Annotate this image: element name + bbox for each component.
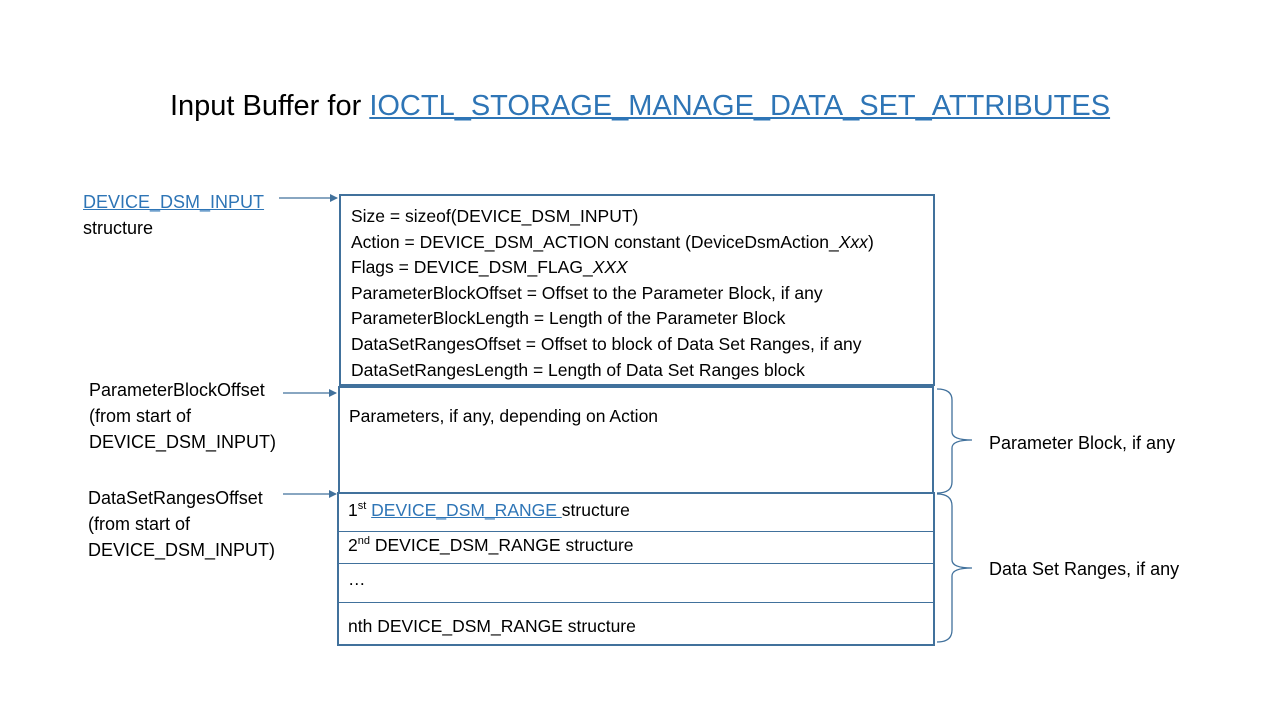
action-field: Action = DEVICE_DSM_ACTION constant (Dev…: [351, 230, 933, 256]
brace-ranges-block: [936, 493, 973, 643]
range-row-1-sup: st: [357, 500, 367, 513]
device-dsm-range-link[interactable]: DEVICE_DSM_RANGE: [371, 500, 562, 520]
action-suffix: ): [867, 231, 874, 252]
ranges-offset-label: DataSetRangesOffset (from start of DEVIC…: [88, 485, 275, 563]
ranges-length-field: DataSetRangesLength = Length of Data Set…: [351, 359, 805, 380]
parameter-block-box: Parameters, if any, depending on Action: [338, 386, 934, 494]
parameter-block-text: Parameters, if any, depending on Action: [349, 406, 659, 426]
ranges-offset-label-line3: DEVICE_DSM_INPUT): [88, 540, 276, 560]
action-italic: Xxx: [838, 231, 868, 252]
size-field: Size = sizeof(DEVICE_DSM_INPUT): [351, 206, 639, 226]
range-row-4: nth DEVICE_DSM_RANGE structure: [348, 616, 636, 636]
param-offset-label: ParameterBlockOffset (from start of DEVI…: [89, 377, 276, 455]
title-prefix: Input Buffer for: [169, 90, 370, 122]
dsm-input-label-line2: structure: [83, 218, 154, 238]
range-divider-2: [339, 563, 933, 564]
action-prefix: Action = DEVICE_DSM_ACTION constant (Dev…: [351, 231, 839, 252]
diagram-title: Input Buffer for IOCTL_STORAGE_MANAGE_DA…: [0, 90, 1280, 123]
data-set-ranges-box: 1st DEVICE_DSM_RANGE structure 2nd DEVIC…: [337, 492, 935, 646]
parameter-block-label: Parameter Block, if any: [989, 433, 1176, 453]
param-offset-label-line1: ParameterBlockOffset: [89, 380, 265, 400]
range-row-1-num: 1: [348, 500, 358, 520]
range-row-2: 2nd DEVICE_DSM_RANGE structure: [339, 535, 933, 556]
dsm-input-box: Size = sizeof(DEVICE_DSM_INPUT) Action =…: [339, 194, 935, 386]
dsm-input-label: DEVICE_DSM_INPUT structure: [83, 189, 264, 241]
range-row-1-suffix: structure: [561, 500, 630, 520]
brace-param-block: [936, 388, 973, 494]
range-row-2-sup: nd: [357, 535, 370, 548]
ranges-offset-field: DataSetRangesOffset = Offset to block of…: [351, 333, 862, 354]
param-offset-field: ParameterBlockOffset = Offset to the Par…: [351, 282, 823, 303]
param-offset-label-line3: DEVICE_DSM_INPUT): [89, 432, 277, 452]
flags-prefix: Flags = DEVICE_DSM_FLAG_: [351, 257, 593, 278]
range-row-2-num: 2: [348, 535, 358, 555]
param-offset-label-line2: (from start of: [89, 406, 192, 426]
ranges-offset-label-line2: (from start of: [88, 514, 191, 534]
range-row-1: 1st DEVICE_DSM_RANGE structure: [339, 500, 933, 521]
range-divider-3: [339, 602, 933, 603]
ranges-offset-label-line1: DataSetRangesOffset: [88, 488, 263, 508]
range-row-2-text: DEVICE_DSM_RANGE structure: [369, 535, 634, 555]
range-divider-1: [339, 531, 933, 532]
ioctl-link[interactable]: IOCTL_STORAGE_MANAGE_DATA_SET_ATTRIBUTES: [369, 90, 1111, 122]
flags-field: Flags = DEVICE_DSM_FLAG_XXX: [351, 255, 933, 281]
param-length-field: ParameterBlockLength = Length of the Par…: [351, 308, 786, 329]
flags-italic: XXX: [592, 257, 628, 278]
range-row-3: …: [348, 569, 366, 589]
dsm-input-link[interactable]: DEVICE_DSM_INPUT: [83, 192, 265, 212]
data-set-ranges-label: Data Set Ranges, if any: [989, 559, 1180, 579]
